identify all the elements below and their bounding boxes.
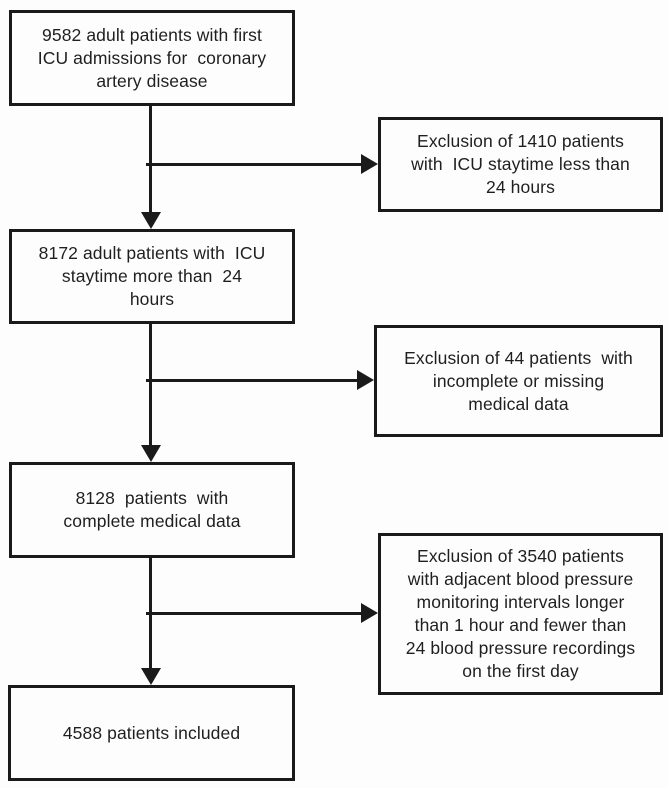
node-exclusion-missing-data: Exclusion of 44 patients with incomplete…: [374, 325, 663, 437]
arrow-right-2-icon: [357, 370, 374, 390]
arrow-down-1-icon: [141, 212, 161, 229]
node-exclusion-bp-monitoring: Exclusion of 3540 patients with adjacent…: [378, 533, 663, 695]
arrow-down-2-icon: [141, 445, 161, 462]
node-included-cohort-text: 4588 patients included: [62, 722, 241, 743]
node-staytime-cohort-text: 8172 adult patients with ICU staytime mo…: [38, 243, 266, 309]
connector-down-1-line: [149, 106, 152, 213]
node-complete-data-cohort: 8128 patients with complete medical data: [9, 462, 295, 558]
node-initial-cohort-text: 9582 adult patients with first ICU admis…: [37, 24, 267, 91]
arrow-right-3-icon: [361, 603, 378, 623]
node-exclusion-missing-data-text: Exclusion of 44 patients with incomplete…: [404, 347, 633, 414]
node-exclusion-staytime-text: Exclusion of 1410 patients with ICU stay…: [411, 131, 630, 197]
node-staytime-cohort: 8172 adult patients with ICU staytime mo…: [9, 229, 295, 324]
arrow-right-1-icon: [361, 154, 378, 174]
connector-right-3-line: [146, 612, 361, 615]
connector-right-2-line: [146, 379, 358, 382]
node-initial-cohort: 9582 adult patients with first ICU admis…: [9, 10, 295, 106]
node-included-cohort: 4588 patients included: [8, 685, 295, 781]
node-exclusion-bp-monitoring-text: Exclusion of 3540 patients with adjacent…: [405, 546, 636, 681]
connector-right-1-line: [146, 163, 362, 166]
node-exclusion-staytime: Exclusion of 1410 patients with ICU stay…: [378, 117, 663, 212]
connector-down-2-line: [149, 324, 152, 446]
arrow-down-3-icon: [141, 668, 161, 685]
node-complete-data-cohort-text: 8128 patients with complete medical data: [63, 488, 241, 531]
